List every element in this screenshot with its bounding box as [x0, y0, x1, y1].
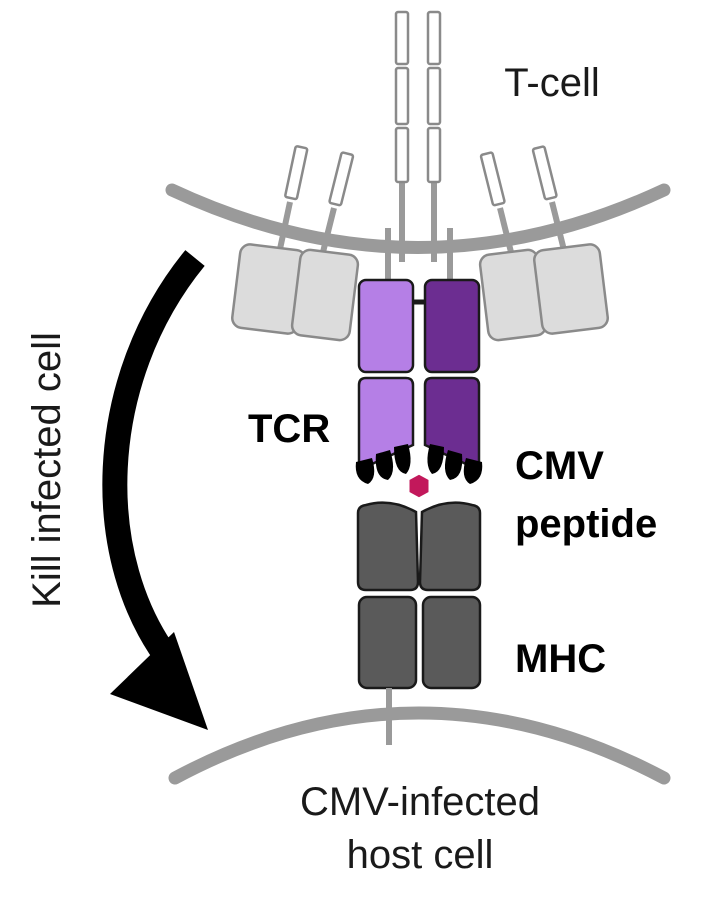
- kill-arrow: [102, 250, 208, 730]
- cd3-central-chains: [394, 10, 442, 262]
- cmv-peptide-label-line1: CMV: [515, 444, 604, 488]
- host-cell-membrane: [168, 706, 671, 785]
- tcr-alpha-chain: [357, 278, 415, 472]
- cmv-peptide: [406, 471, 432, 501]
- host-cell-label-line1: CMV-infected: [300, 780, 540, 824]
- coreceptor-left: [231, 243, 360, 342]
- tcr-beta-chain: [423, 278, 481, 472]
- kill-arrow-label: Kill infected cell: [25, 332, 69, 608]
- mhc-label: MHC: [515, 637, 606, 681]
- coreceptor-right: [478, 243, 609, 342]
- cmv-peptide-label-line2: peptide: [515, 502, 657, 546]
- host-cell-label-line2: host cell: [347, 833, 494, 877]
- tcell-label: T-cell: [504, 61, 600, 105]
- tcr-label: TCR: [248, 407, 330, 451]
- mhc-complex: [356, 501, 482, 690]
- cdr-loops: [355, 444, 483, 484]
- tcr-stalks: [385, 228, 453, 282]
- coreceptor-tails: [276, 145, 568, 254]
- tcell-membrane: [165, 183, 671, 254]
